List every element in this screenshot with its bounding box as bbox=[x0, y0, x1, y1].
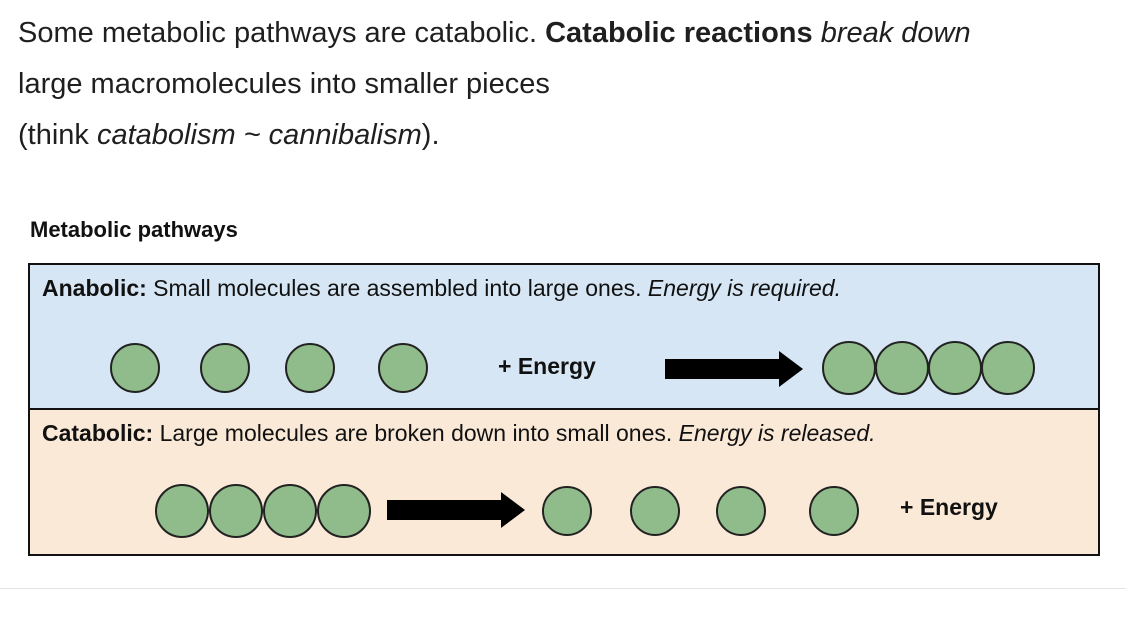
large-molecule-chain bbox=[155, 484, 371, 538]
small-molecule bbox=[716, 486, 766, 536]
chain-molecule bbox=[263, 484, 317, 538]
chain-molecule bbox=[317, 484, 371, 538]
chain-molecule bbox=[209, 484, 263, 538]
small-molecule bbox=[110, 343, 160, 393]
diagram-title: Metabolic pathways bbox=[30, 217, 238, 242]
arrow-shaft bbox=[387, 500, 503, 520]
chain-molecule bbox=[875, 341, 929, 395]
anabolic-label: Anabolic: bbox=[42, 275, 147, 301]
catabolic-caption: Catabolic: Large molecules are broken do… bbox=[42, 420, 876, 447]
arrow-head bbox=[779, 351, 803, 387]
anabolic-text: Small molecules are assembled into large… bbox=[146, 275, 648, 301]
intro-italic-1: break down bbox=[820, 17, 971, 49]
catabolic-panel: Catabolic: Large molecules are broken do… bbox=[28, 408, 1100, 556]
anabolic-italic: Energy is required. bbox=[647, 275, 841, 301]
arrow-head bbox=[501, 492, 525, 528]
catabolic-italic: Energy is released. bbox=[678, 420, 876, 446]
chain-molecule bbox=[981, 341, 1035, 395]
anabolic-panel: Anabolic: Small molecules are assembled … bbox=[28, 263, 1100, 410]
small-molecule bbox=[542, 486, 592, 536]
catabolic-text: Large molecules are broken down into sma… bbox=[153, 420, 679, 446]
intro-bold-term: Catabolic reactions bbox=[545, 17, 813, 49]
small-molecule bbox=[200, 343, 250, 393]
small-molecule bbox=[809, 486, 859, 536]
section-divider bbox=[0, 588, 1126, 589]
large-molecule-chain bbox=[822, 341, 1036, 395]
anabolic-energy-label: + Energy bbox=[498, 353, 596, 379]
small-molecule bbox=[378, 343, 428, 393]
metabolic-pathways-diagram: Metabolic pathways Anabolic: Small molec… bbox=[18, 205, 1108, 565]
intro-text-4: (think bbox=[18, 119, 97, 151]
anabolic-caption: Anabolic: Small molecules are assembled … bbox=[42, 275, 841, 302]
chain-molecule bbox=[928, 341, 982, 395]
intro-text-3: large macromolecules into smaller pieces bbox=[18, 68, 550, 100]
intro-text-2 bbox=[813, 17, 821, 49]
anabolic-arrow bbox=[665, 351, 803, 387]
catabolic-arrow bbox=[387, 492, 525, 528]
intro-text-1: Some metabolic pathways are catabolic. bbox=[18, 17, 546, 49]
intro-italic-2: catabolism ~ cannibalism bbox=[96, 119, 422, 151]
small-molecule bbox=[285, 343, 335, 393]
intro-text-5: ). bbox=[421, 119, 440, 151]
chain-molecule bbox=[155, 484, 209, 538]
catabolic-energy-label: + Energy bbox=[900, 494, 998, 520]
catabolic-label: Catabolic: bbox=[42, 420, 154, 446]
small-molecule bbox=[630, 486, 680, 536]
chain-molecule bbox=[822, 341, 876, 395]
intro-paragraph: Some metabolic pathways are catabolic. C… bbox=[18, 8, 1018, 161]
arrow-shaft bbox=[665, 359, 781, 379]
